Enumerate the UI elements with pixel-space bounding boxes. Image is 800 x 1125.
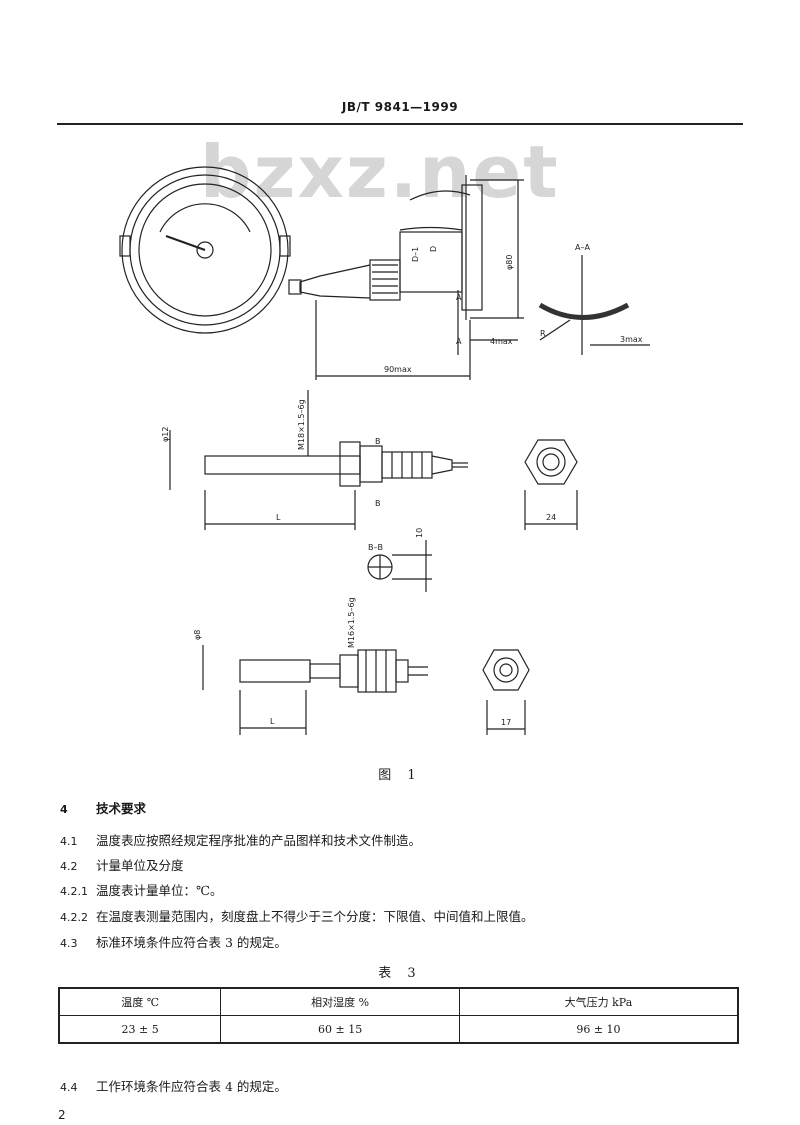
label-d: D bbox=[429, 246, 438, 252]
section-b-b bbox=[367, 540, 432, 592]
section-text: 在温度表测量范围内，刻度盘上不得少于三个分度：下限值、中间值和上限值。 bbox=[96, 909, 534, 924]
section-a-a bbox=[538, 255, 650, 355]
label-l1: L bbox=[276, 513, 281, 522]
label-a-top: A bbox=[456, 293, 462, 302]
section-text: 工作环境条件应符合表 4 的规定。 bbox=[96, 1079, 287, 1094]
section-4-2-2: 4.2.2 在温度表测量范围内，刻度盘上不得少于三个分度：下限值、中间值和上限值。 bbox=[60, 906, 534, 925]
section-number: 4.2 bbox=[60, 860, 78, 873]
header-rule bbox=[57, 123, 743, 125]
section-text: 温度表计量单位：℃。 bbox=[96, 883, 223, 898]
label-a-bottom: A bbox=[456, 337, 462, 346]
table-cell: 96 ± 10 bbox=[458, 1015, 739, 1044]
section-4-4: 4.4 工作环境条件应符合表 4 的规定。 bbox=[60, 1076, 287, 1095]
section-number: 4.2.2 bbox=[60, 911, 88, 924]
figure-caption: 图 1 bbox=[378, 768, 422, 783]
table-cell: 60 ± 15 bbox=[220, 1015, 460, 1044]
table-3: 温度 ℃ 相对湿度 % 大气压力 kPa 23 ± 5 60 ± 15 96 ±… bbox=[58, 987, 739, 1044]
section-text: 标准环境条件应符合表 3 的规定。 bbox=[96, 935, 287, 950]
label-17: 17 bbox=[501, 718, 511, 727]
label-l2: L bbox=[270, 717, 275, 726]
table-header-cell: 相对湿度 % bbox=[220, 987, 460, 1016]
label-r: R bbox=[540, 329, 546, 338]
label-phi8: φ8 bbox=[193, 630, 202, 640]
section-text: 计量单位及分度 bbox=[96, 858, 184, 873]
table-row: 23 ± 5 60 ± 15 96 ± 10 bbox=[58, 1015, 739, 1044]
table-header-cell: 温度 ℃ bbox=[58, 987, 222, 1016]
section-text: 技术要求 bbox=[96, 801, 147, 816]
section-number: 4.2.1 bbox=[60, 885, 88, 898]
section-number: 4.3 bbox=[60, 937, 78, 950]
table-header-cell: 大气压力 kPa bbox=[458, 987, 739, 1016]
gauge-side-view bbox=[288, 175, 524, 380]
hex-nut-2 bbox=[482, 649, 530, 735]
section-4-2-1: 4.2.1 温度表计量单位：℃。 bbox=[60, 880, 222, 899]
label-thread1: M18×1.5–6g bbox=[297, 399, 306, 450]
label-3max: 3max bbox=[620, 335, 643, 344]
label-90max: 90max bbox=[384, 365, 412, 374]
section-number: 4.4 bbox=[60, 1081, 78, 1094]
watermark: bzxz.net bbox=[200, 130, 560, 214]
section-4: 4 技术要求 bbox=[60, 798, 146, 817]
label-d-minus-1: D–1 bbox=[411, 247, 420, 262]
table-header-row: 温度 ℃ 相对湿度 % 大气压力 kPa bbox=[58, 987, 739, 1016]
section-4-3: 4.3 标准环境条件应符合表 3 的规定。 bbox=[60, 932, 287, 951]
section-number: 4.1 bbox=[60, 835, 78, 848]
label-4max: 4max bbox=[490, 337, 513, 346]
label-phi12: φ12 bbox=[161, 427, 170, 442]
label-10: 10 bbox=[415, 528, 424, 538]
label-24: 24 bbox=[546, 513, 556, 522]
label-b-bottom: B bbox=[375, 499, 381, 508]
page-header: JB/T 9841—1999 bbox=[341, 100, 459, 114]
probe-1 bbox=[169, 390, 468, 530]
section-4-1: 4.1 温度表应按照经规定程序批准的产品图样和技术文件制造。 bbox=[60, 830, 421, 849]
table-cell: 23 ± 5 bbox=[58, 1015, 222, 1044]
label-b-top: B bbox=[375, 437, 381, 446]
technical-drawing: A–A φ80 D–1 D A A 4max R 3max 90max φ12 … bbox=[119, 166, 650, 735]
label-phi80: φ80 bbox=[505, 255, 514, 270]
probe-2 bbox=[202, 645, 428, 735]
label-a-a: A–A bbox=[575, 243, 590, 252]
label-b-b: B–B bbox=[368, 543, 383, 552]
page-number: 2 bbox=[58, 1108, 66, 1122]
label-thread2: M16×1.5–6g bbox=[347, 597, 356, 648]
section-number: 4 bbox=[60, 803, 68, 816]
section-4-2: 4.2 计量单位及分度 bbox=[60, 855, 184, 874]
section-text: 温度表应按照经规定程序批准的产品图样和技术文件制造。 bbox=[96, 833, 422, 848]
table-title: 表 3 bbox=[378, 966, 422, 981]
hex-nut-1 bbox=[524, 439, 578, 530]
dial-front-view bbox=[119, 166, 291, 334]
